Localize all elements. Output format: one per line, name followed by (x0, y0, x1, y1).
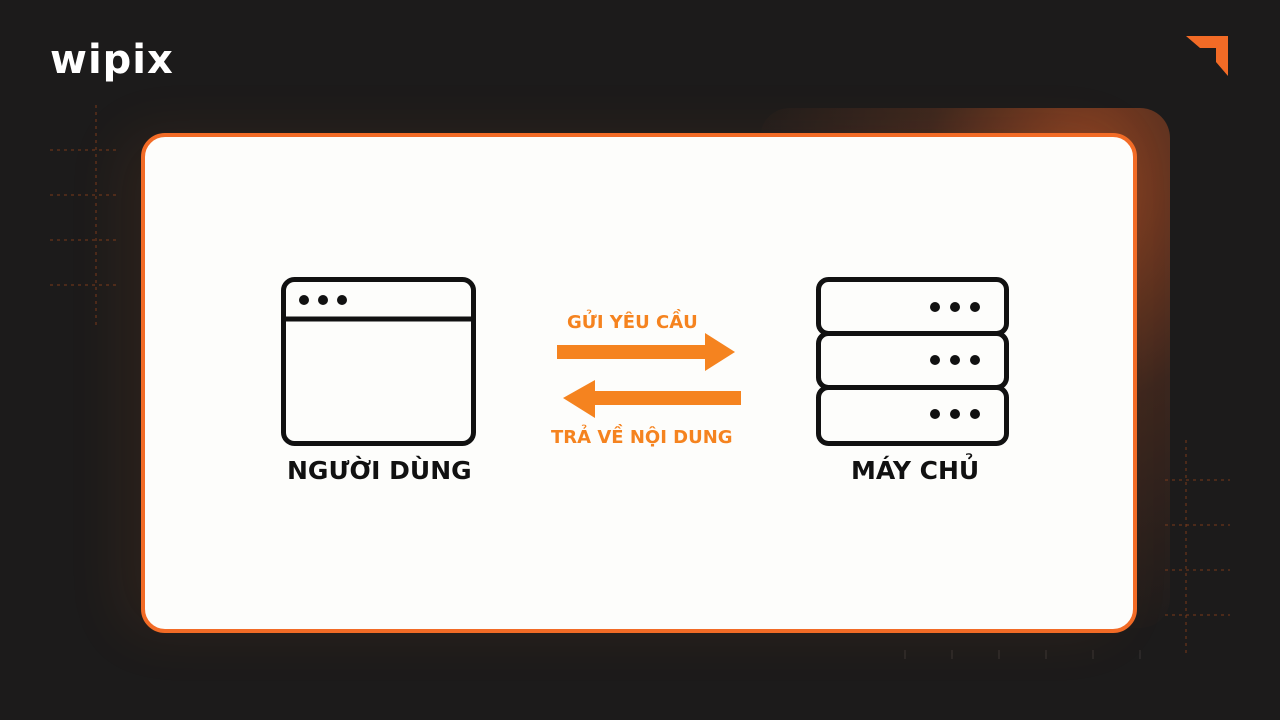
server-label: MÁY CHỦ (851, 456, 980, 485)
corner-arrow-icon (1186, 36, 1228, 76)
diagram-card (141, 133, 1137, 633)
brand-logo: wipix (50, 37, 174, 83)
browser-window-icon (281, 277, 476, 446)
decorative-grid-right (1165, 440, 1230, 655)
response-label: TRẢ VỀ NỘI DUNG (551, 427, 733, 448)
response-arrow (563, 380, 741, 418)
decorative-grid-left (50, 105, 120, 325)
decorative-ticks-bottom (904, 650, 1141, 659)
request-label: GỬI YÊU CẦU (567, 312, 698, 333)
server-stack-icon (816, 277, 1009, 446)
client-label: NGƯỜI DÙNG (287, 456, 472, 485)
request-arrow (557, 333, 735, 371)
